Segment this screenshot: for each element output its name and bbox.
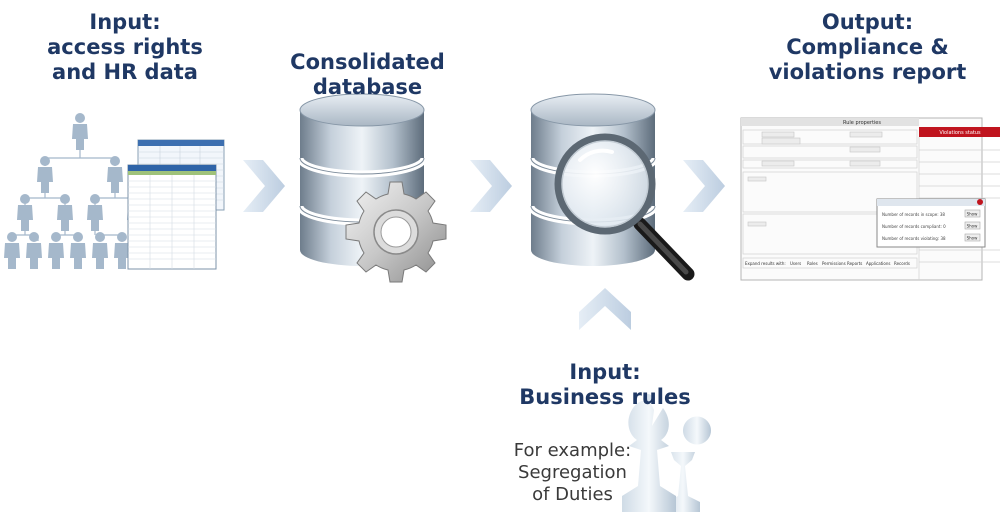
flow-arrow-up-icon <box>579 288 631 330</box>
flow-arrow-1-icon <box>243 160 285 212</box>
report-window-title: Rule properties <box>843 120 881 126</box>
report-footer-tab-reports: Reports <box>847 261 862 266</box>
input-access-rights-heading: Input: access rights and HR data <box>20 10 230 85</box>
report-popup-button-1: Show <box>967 212 979 217</box>
org-chart-icon <box>4 113 152 269</box>
heading-line: database <box>312 75 423 99</box>
flow-arrow-3-icon <box>683 160 725 212</box>
heading-line: Input: <box>89 10 161 34</box>
heading-line: Output: <box>821 10 914 34</box>
gear-icon <box>345 181 447 283</box>
heading-line: Consolidated <box>290 50 445 74</box>
compliance-report-thumbnail <box>740 117 1000 281</box>
output-report-heading: Output: Compliance & violations report <box>745 10 990 85</box>
report-footer-tab-applications: Applications <box>866 261 890 266</box>
heading-line: Input: <box>569 360 641 384</box>
report-footer-tab-permissions: Permissions <box>822 261 846 266</box>
example-line: of Duties <box>532 484 613 505</box>
input-business-rules-heading: Input: Business rules <box>500 360 710 410</box>
heading-line: Business rules <box>519 385 691 409</box>
consolidated-database-heading: Consolidated database <box>255 50 480 100</box>
report-footer-label: Expand results with: <box>745 261 786 266</box>
report-footer-tab-users: Users <box>790 261 801 266</box>
example-line: Segregation <box>518 462 627 483</box>
flow-arrow-2-icon <box>470 160 512 212</box>
example-line: For example: <box>513 440 632 461</box>
heading-line: access rights <box>47 35 203 59</box>
report-footer-tab-records: Records <box>894 261 910 266</box>
heading-line: violations report <box>768 60 967 84</box>
report-popup-row-2: Number of records compliant: 0 <box>882 224 946 229</box>
report-footer-tab-roles: Roles <box>807 261 818 266</box>
heading-line: and HR data <box>52 60 198 84</box>
chess-pieces-icon <box>622 394 711 512</box>
report-popup-row-3: Number of records violating: 38 <box>882 236 946 241</box>
report-popup-button-3: Show <box>967 236 979 241</box>
heading-line: Compliance & <box>786 35 949 59</box>
report-popup-row-1: Number of records in scope: 38 <box>882 212 945 217</box>
example-caption: For example: Segregation of Duties <box>505 440 640 506</box>
spreadsheet-icon <box>127 139 225 270</box>
report-violations-tab: Violations status <box>939 130 981 136</box>
magnifier-icon <box>554 133 695 281</box>
report-popup-button-2: Show <box>967 224 979 229</box>
